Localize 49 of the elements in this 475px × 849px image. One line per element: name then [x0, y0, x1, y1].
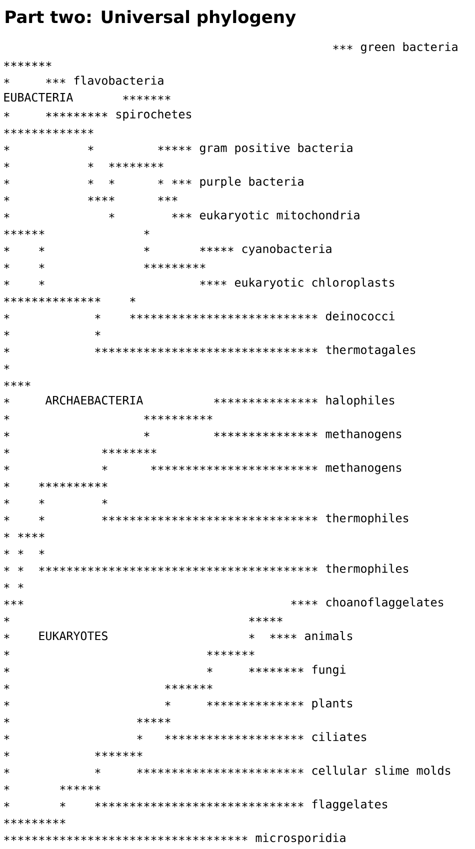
tree-row: ∗ ∗ [4, 330, 100, 336]
tree-row: ∗ ∗∗∗∗∗∗∗∗∗∗ [4, 414, 212, 420]
tree-row: ∗∗∗ ∗∗∗∗ choanoflaggelates [4, 597, 444, 609]
tree-row: ∗ ∗∗∗∗∗ [4, 616, 282, 622]
tree-row: ∗ ∗ ∗ [4, 550, 44, 555]
tree-row: ∗ ∗∗∗∗∗ [4, 718, 170, 724]
tree-row: ∗ ∗∗∗∗ ∗∗∗ [4, 196, 178, 202]
tree-row: ∗ ∗∗∗∗∗∗ [4, 785, 100, 791]
tree-row: ∗ ∗ ∗∗∗∗∗∗∗∗∗∗∗∗∗∗∗∗∗∗∗∗∗∗∗∗∗∗∗∗∗∗ flaggelates [4, 799, 388, 811]
tree-row: ∗∗∗∗∗∗∗∗∗∗∗∗∗∗ ∗ [4, 297, 136, 302]
tree-row: ∗ ∗ ∗∗∗∗∗∗∗∗∗∗∗∗∗∗∗∗∗∗∗∗∗∗∗∗∗∗∗∗∗∗∗∗∗∗∗∗∗∗∗∗ thermophiles [4, 564, 408, 576]
tree-row: ∗ ∗ [4, 583, 24, 589]
tree-row: ∗ ∗ ∗∗∗∗∗∗∗∗∗∗∗∗∗∗∗ methanogens [4, 429, 402, 441]
tree-row: ∗ ∗ ∗ ∗ ∗∗∗ purple bacteria [4, 176, 304, 188]
tree-row: ∗ ∗ ∗∗∗∗∗ gram positive bacteria [4, 143, 352, 154]
tree-row: ∗ ∗∗∗∗∗∗∗∗∗∗∗∗∗∗∗∗∗∗∗∗∗∗∗∗∗∗∗∗∗∗∗∗ thermotagales [4, 345, 416, 356]
tree-row: ∗ [4, 364, 10, 370]
tree-row: ∗∗∗∗∗∗ ∗ [4, 230, 150, 236]
tree-row: ∗ ∗ ∗∗∗∗∗∗∗∗ [4, 162, 164, 168]
tree-row: ∗ ∗ ∗∗∗∗∗∗∗∗∗∗∗∗∗∗∗∗∗∗∗∗ ciliates [4, 732, 366, 742]
tree-row: ∗ ∗ ∗∗∗∗∗∗∗∗ fungi [4, 664, 346, 676]
tree-row: ∗ ∗ ∗∗∗∗∗∗∗∗∗∗∗∗∗∗∗∗∗∗∗∗∗∗∗∗ cellular slime molds [4, 766, 450, 775]
tree-row: EUBACTERIA ∗∗∗∗∗∗∗ [4, 92, 170, 102]
tree-row: ∗ ∗ ∗∗∗∗ eukaryotic chloroplasts [4, 278, 394, 290]
tree-row: ∗ ∗∗∗ flavobacteria [4, 76, 164, 85]
tree-row: ∗ ∗∗∗∗∗∗∗∗∗ spirochetes [4, 109, 192, 121]
title: Part two: Universal phylogeny [6, 10, 296, 27]
tree-row: ∗ ∗∗∗∗∗∗∗ [4, 650, 254, 656]
tree-row: ∗ ∗∗∗∗∗∗∗∗∗∗ [4, 482, 108, 488]
tree-row: ∗ ∗ ∗∗∗∗∗∗∗∗∗∗∗∗∗∗ plants [4, 698, 352, 710]
tree-row: ∗ ∗∗∗∗∗∗∗ [4, 752, 142, 757]
tree-row: ∗ ∗∗∗∗∗∗∗∗ [4, 448, 156, 454]
tree-row: ∗ ∗ ∗∗∗∗∗∗∗∗∗∗∗∗∗∗∗∗∗∗∗∗∗∗∗∗∗∗∗∗∗∗∗ thermophiles [4, 513, 408, 525]
tree-row: ∗ ∗ ∗∗∗∗∗∗∗∗∗∗∗∗∗∗∗∗∗∗∗∗∗∗∗∗∗∗∗ deinococci [4, 311, 394, 320]
tree-row: ∗∗∗∗ [4, 381, 30, 387]
tree-row: ∗∗∗∗∗∗∗∗∗∗∗∗∗ [4, 128, 94, 134]
tree-row: ∗∗∗∗∗∗∗∗∗ [4, 818, 66, 824]
tree-row: ∗∗∗∗∗∗∗∗∗∗∗∗∗∗∗∗∗∗∗∗∗∗∗∗∗∗∗∗∗∗∗∗∗∗∗ microsporidia [4, 833, 346, 844]
tree-row: ∗ ARCHAEBACTERIA ∗∗∗∗∗∗∗∗∗∗∗∗∗∗∗ halophiles [4, 396, 394, 407]
tree-row: ∗ EUKARYOTES ∗ ∗∗∗∗ animals [4, 631, 352, 640]
tree-row: ∗ ∗ ∗∗∗∗∗∗∗∗∗∗∗∗∗∗∗∗∗∗∗∗∗∗∗∗ methanogens [4, 462, 402, 474]
tree-row: ∗ ∗∗∗∗ [4, 532, 44, 538]
tree-row: ∗ ∗ ∗ [4, 499, 108, 504]
tree-row: ∗ ∗ ∗ ∗∗∗∗∗ cyanobacteria [4, 244, 332, 256]
tree-row: ∗∗∗∗∗∗∗ [4, 62, 52, 67]
tree-row: ∗ ∗ ∗∗∗ eukaryotic mitochondria [4, 210, 360, 222]
tree-row: ∗∗∗ green bacteria [333, 42, 458, 54]
tree-row: ∗ ∗ ∗∗∗∗∗∗∗∗∗ [4, 264, 206, 269]
tree-row: ∗ ∗∗∗∗∗∗∗ [4, 684, 212, 690]
